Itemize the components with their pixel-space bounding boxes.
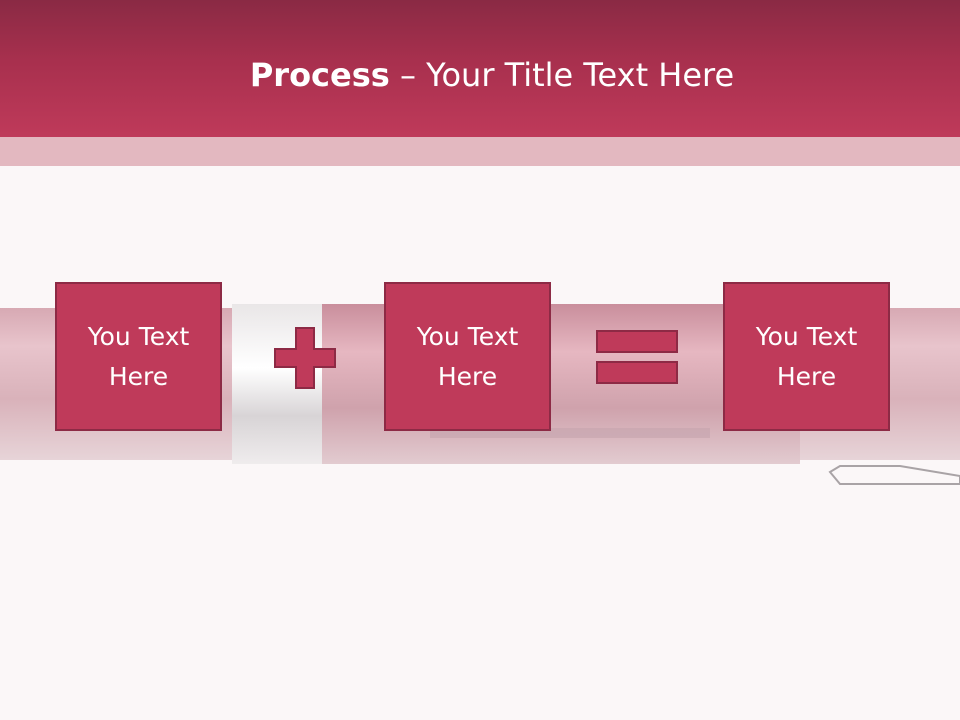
- plus-icon: [274, 327, 336, 389]
- process-box-3-label: You Text Here: [755, 321, 858, 391]
- process-box-2-label: You Text Here: [416, 321, 519, 391]
- header-accent-strip: [0, 137, 960, 166]
- equals-icon: [596, 330, 678, 384]
- process-box-1[interactable]: You Text Here: [55, 282, 222, 431]
- title-bold: Process: [249, 56, 390, 94]
- slide-title: Process – Your Title Text Here: [0, 52, 960, 98]
- process-box-1-label: You Text Here: [87, 321, 190, 391]
- process-box-3[interactable]: You Text Here: [723, 282, 890, 431]
- title-rest: – Your Title Text Here: [389, 56, 735, 94]
- process-box-2[interactable]: You Text Here: [384, 282, 551, 431]
- header-band: [0, 0, 960, 137]
